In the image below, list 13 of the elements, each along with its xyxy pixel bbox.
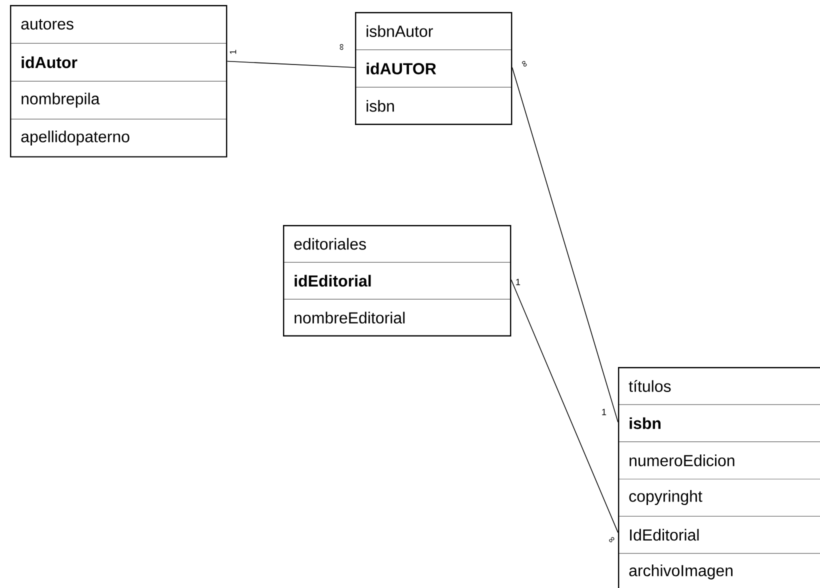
cardinality-mark: 1	[516, 278, 520, 286]
entity-table: editoriales idEditorial nombreEditorial	[283, 225, 512, 336]
relationship-line	[510, 279, 618, 533]
cardinality-mark: ∞	[340, 44, 344, 50]
cardinality-mark: ∞	[609, 537, 614, 542]
entity-table: títulos isbn numeroEdicion copyringht IdEditorial archivoImagen	[618, 366, 820, 588]
entity-table: autores idAutor nombrepila apellidopaterno	[10, 5, 228, 158]
cardinality-mark: 1	[230, 50, 236, 54]
entity-table: isbnAutor idAUTOR isbn	[355, 12, 512, 125]
relationship-line	[512, 67, 618, 423]
relationship-line	[226, 60, 356, 68]
cardinality-mark: ∞	[522, 61, 527, 67]
cardinality-mark: 1	[602, 408, 606, 416]
